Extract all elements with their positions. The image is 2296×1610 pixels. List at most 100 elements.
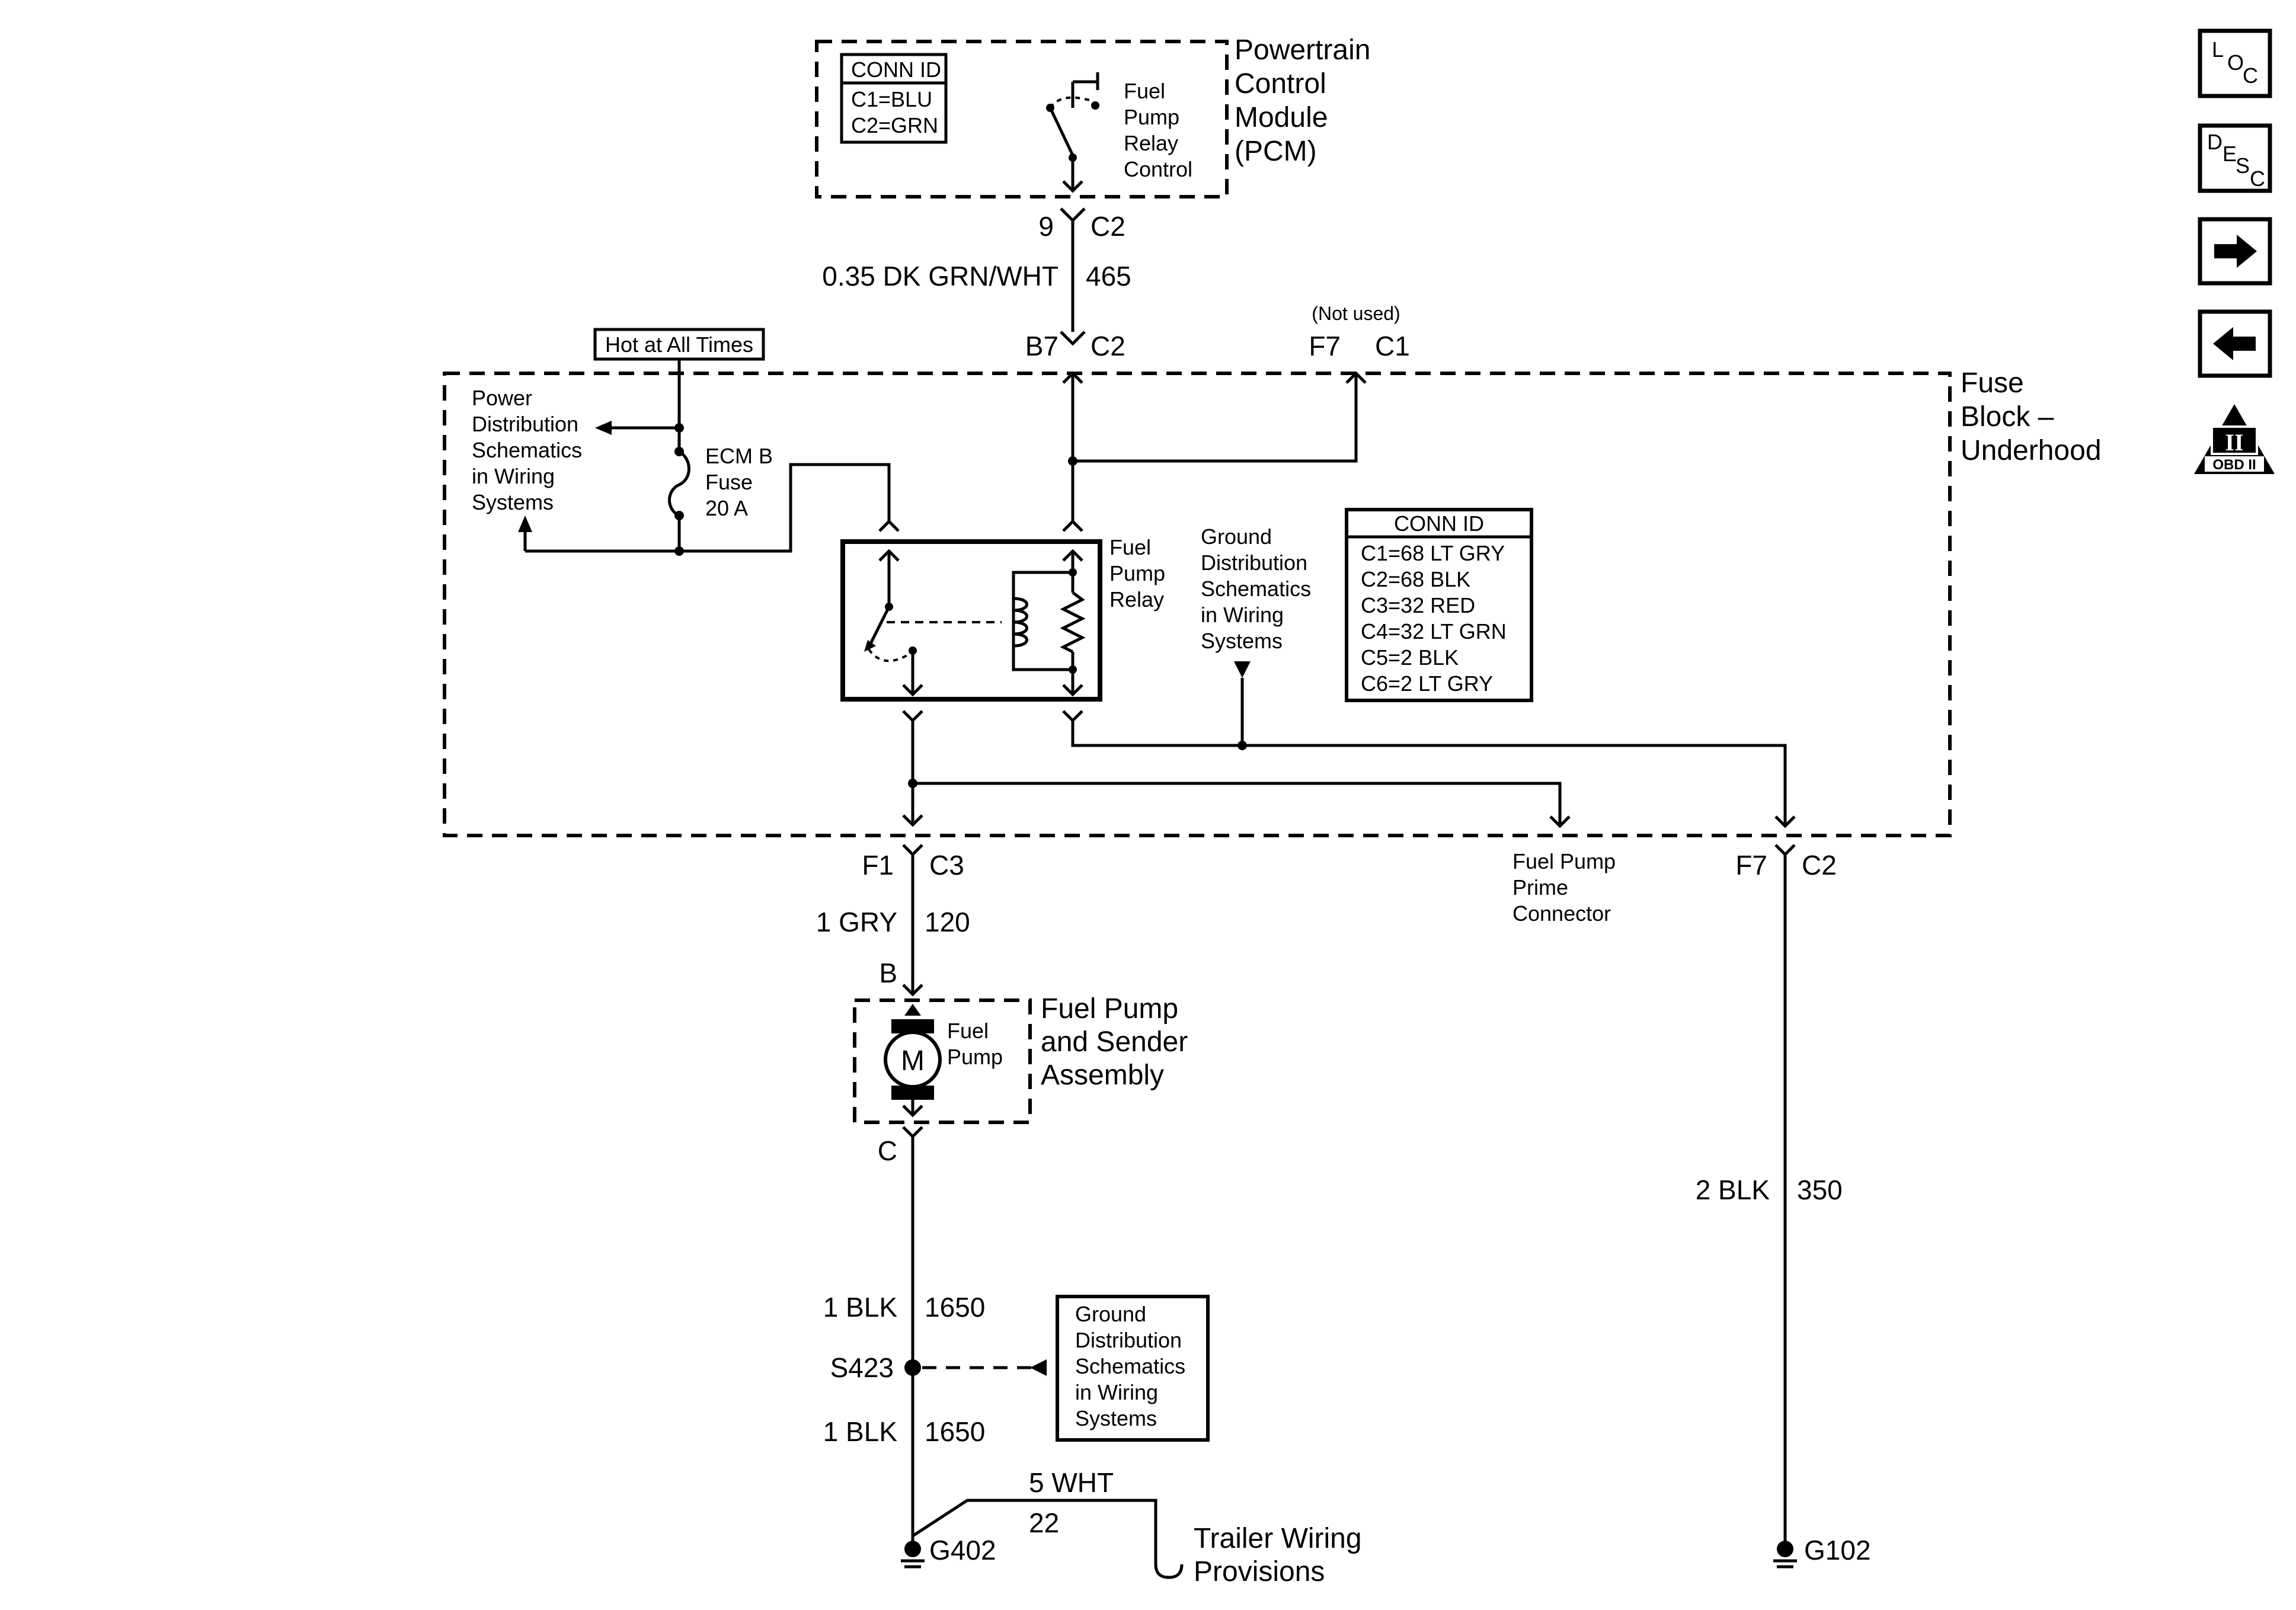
wire-gauge-color: 1 BLK: [823, 1292, 898, 1323]
wire-1650-upper: 1 BLK 1650: [823, 1292, 986, 1323]
fuse-block-title-line: Fuse: [1961, 367, 2024, 399]
pcm-boundary: [815, 40, 1229, 199]
nav-obd-ii-button[interactable]: II OBD II: [2194, 404, 2275, 474]
pcm-connector-id: C2: [1091, 211, 1125, 242]
ground-label: G102: [1804, 1535, 1871, 1566]
fuse-block-conn-id-table: CONN ID C1=68 LT GRY C2=68 BLK C3=32 RED…: [1345, 508, 1533, 702]
ground-distribution-line: Distribution: [1075, 1328, 1182, 1352]
fuel-pump-prime-connector-label: Fuel Pump Prime Connector: [1512, 849, 1616, 926]
pin-f1: F1: [862, 850, 894, 881]
wire-gauge-color: 1 GRY: [816, 907, 897, 937]
relay-label-line: Fuel: [1109, 535, 1151, 559]
fuse-block-title-line: Block –: [1961, 401, 2054, 433]
pcm-pin-number: 9: [1038, 211, 1054, 242]
ground-label: G402: [929, 1535, 996, 1566]
wire-gauge-color: 2 BLK: [1696, 1174, 1770, 1205]
conn-id-header: CONN ID: [1394, 511, 1484, 536]
svg-text:C: C: [2250, 167, 2265, 191]
ground-g102: G102: [1773, 1535, 1871, 1569]
fuel-pump-sender-assembly: B M Fuel Pump Fuel Pump and Sender Assem…: [853, 958, 1188, 1166]
arrow-left-icon: [595, 421, 612, 435]
svg-text:Hot at All Times: Hot at All Times: [605, 332, 753, 357]
power-distribution-line: Power: [472, 386, 532, 410]
fuel-pump-relay-label: Fuel Pump Relay: [1109, 535, 1165, 612]
fuse-block-b7-connector: C2: [1091, 331, 1125, 361]
pump-label-line: Fuel: [947, 1019, 989, 1043]
power-distribution-line: Distribution: [472, 412, 578, 436]
arrow-left-icon: [1030, 1359, 1047, 1376]
wire-gauge-color: 1 BLK: [823, 1416, 898, 1447]
pcm-title-line: Module: [1235, 102, 1328, 133]
pcm-conn-id-header: CONN ID: [851, 57, 941, 82]
pump-pin-b: B: [879, 958, 897, 988]
pcm-conn-id-item: C1=BLU: [851, 87, 932, 111]
ground-distribution-line: Ground: [1201, 524, 1272, 549]
ground-distribution-line: in Wiring: [1075, 1380, 1158, 1404]
fuse-block-pin-f7: F7: [1309, 331, 1341, 361]
arrow-right-icon: [2214, 235, 2257, 268]
pcm-relay-control-line: Control: [1124, 157, 1192, 181]
pcm-title: Powertrain Control Module (PCM): [1235, 34, 1370, 167]
pump-assembly-line: Assembly: [1041, 1060, 1164, 1091]
pcm-relay-control-line: Fuel: [1124, 79, 1165, 103]
pump-assembly-boundary: [853, 998, 1032, 1124]
fuel-pump-relay: [840, 539, 1102, 702]
svg-text:L: L: [2212, 37, 2224, 62]
nav-desc-button[interactable]: D E S C: [2198, 123, 2272, 193]
ground-distribution-line: Schematics: [1075, 1354, 1185, 1378]
trailer-label-line: Provisions: [1194, 1556, 1325, 1587]
arrow-down-icon: [1234, 661, 1251, 678]
svg-text:E: E: [2223, 142, 2237, 166]
fuse-block-title: Fuse Block – Underhood: [1961, 367, 2102, 466]
svg-text:S: S: [2236, 153, 2250, 178]
prime-connector-line: Prime: [1512, 875, 1568, 900]
nav-loc-button[interactable]: L O C: [2198, 28, 2272, 98]
not-used-note: (Not used): [1312, 303, 1400, 324]
wire-circuit-number: 350: [1797, 1174, 1843, 1205]
power-distribution-line: Systems: [472, 490, 554, 514]
svg-text:II: II: [2225, 429, 2243, 456]
fuse-label-line: Fuse: [705, 470, 753, 494]
wire-22: 5 WHT 22: [912, 1467, 1184, 1579]
wire-circuit-number: 120: [925, 907, 970, 937]
ground-distribution-line: in Wiring: [1201, 603, 1284, 627]
fuse-block-underhood: Fuse Block – Underhood Hot at All Times …: [443, 328, 2102, 837]
pcm-relay-control-switch-icon: [1046, 72, 1099, 193]
ground-distribution-line: Schematics: [1201, 577, 1311, 601]
splice-s423: S423: [830, 1352, 1047, 1383]
svg-text:O: O: [2227, 50, 2244, 75]
nav-back-button[interactable]: [2198, 309, 2272, 378]
power-distribution-line: in Wiring: [472, 464, 555, 488]
splice-label: S423: [830, 1352, 894, 1383]
wire-465: 9 C2 0.35 DK GRN/WHT 465 B7 C2: [822, 207, 1131, 361]
pcm-title-line: Powertrain: [1235, 34, 1370, 66]
pcm-relay-control-line: Relay: [1124, 131, 1178, 155]
conn-id-item: C6=2 LT GRY: [1361, 671, 1493, 696]
relay-label-line: Pump: [1109, 561, 1165, 585]
power-distribution-label: Power Distribution Schematics in Wiring …: [472, 386, 582, 514]
ground-g402: G402: [901, 1535, 996, 1569]
pump-pin-c: C: [878, 1135, 897, 1166]
ground-distribution-line: Ground: [1075, 1302, 1146, 1326]
fuse-block-title-line: Underhood: [1961, 435, 2102, 466]
wire-circuit-number: 1650: [925, 1292, 985, 1323]
ground-distribution-label-bottom: Ground Distribution Schematics in Wiring…: [1056, 1295, 1210, 1442]
wire-120: 1 GRY 120: [816, 907, 970, 937]
pin-f1-connector: C3: [929, 850, 964, 881]
conn-id-item: C5=2 BLK: [1361, 645, 1459, 670]
motor-symbol: M: [901, 1045, 925, 1077]
fuse-block-pin-b7: B7: [1025, 331, 1059, 361]
ecm-b-fuse-icon: [668, 423, 690, 551]
pump-assembly-line: Fuel Pump: [1041, 993, 1178, 1025]
nav-forward-button[interactable]: [2198, 217, 2272, 286]
prime-connector-line: Fuel Pump: [1512, 849, 1616, 873]
pcm-relay-control-line: Pump: [1124, 105, 1179, 129]
ground-distribution-line: Systems: [1201, 629, 1283, 653]
pin-f7-connector: C2: [1802, 850, 1837, 881]
conn-id-item: C4=32 LT GRN: [1361, 619, 1507, 644]
prime-connector-line: Connector: [1512, 901, 1611, 926]
ground-distribution-line: Systems: [1075, 1406, 1157, 1430]
wire-gauge-color: 5 WHT: [1029, 1467, 1114, 1498]
fuse-label-line: ECM B: [705, 444, 773, 468]
ecm-b-fuse-label: ECM B Fuse 20 A: [705, 444, 773, 520]
